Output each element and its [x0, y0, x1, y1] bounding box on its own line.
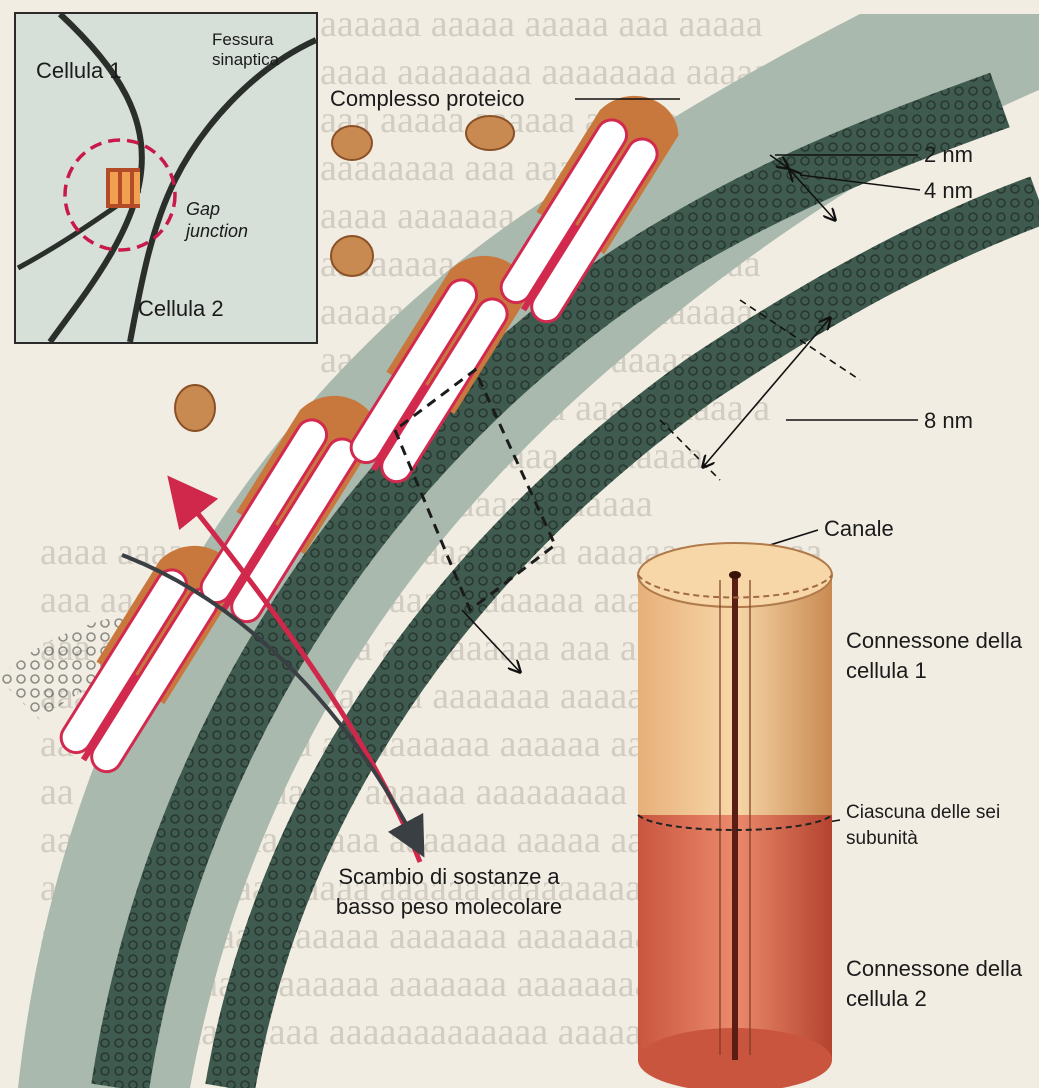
label-complesso-proteico: Complesso proteico — [330, 86, 524, 112]
label-subunita: Ciascuna delle sei subunità — [846, 800, 1031, 852]
label-cellula-1: Cellula 1 — [36, 58, 122, 84]
label-cellula-2: Cellula 2 — [138, 296, 224, 322]
connexon-cylinder — [638, 543, 832, 1088]
label-2nm: 2 nm — [924, 142, 973, 168]
label-scambio-sostanze: Scambio di sostanze a basso peso molecol… — [318, 862, 580, 922]
label-4nm: 4 nm — [924, 178, 973, 204]
label-8nm: 8 nm — [924, 408, 973, 434]
label-connessone-cellula-2: Connessone della cellula 2 — [846, 954, 1026, 1014]
label-gap-junction: Gap junction — [186, 198, 276, 242]
label-canale: Canale — [824, 516, 894, 542]
selection-pointer — [462, 610, 520, 672]
label-fessura-sinaptica: Fessura sinaptica — [212, 30, 312, 70]
label-connessone-cellula-1: Connessone della cellula 1 — [846, 626, 1026, 686]
